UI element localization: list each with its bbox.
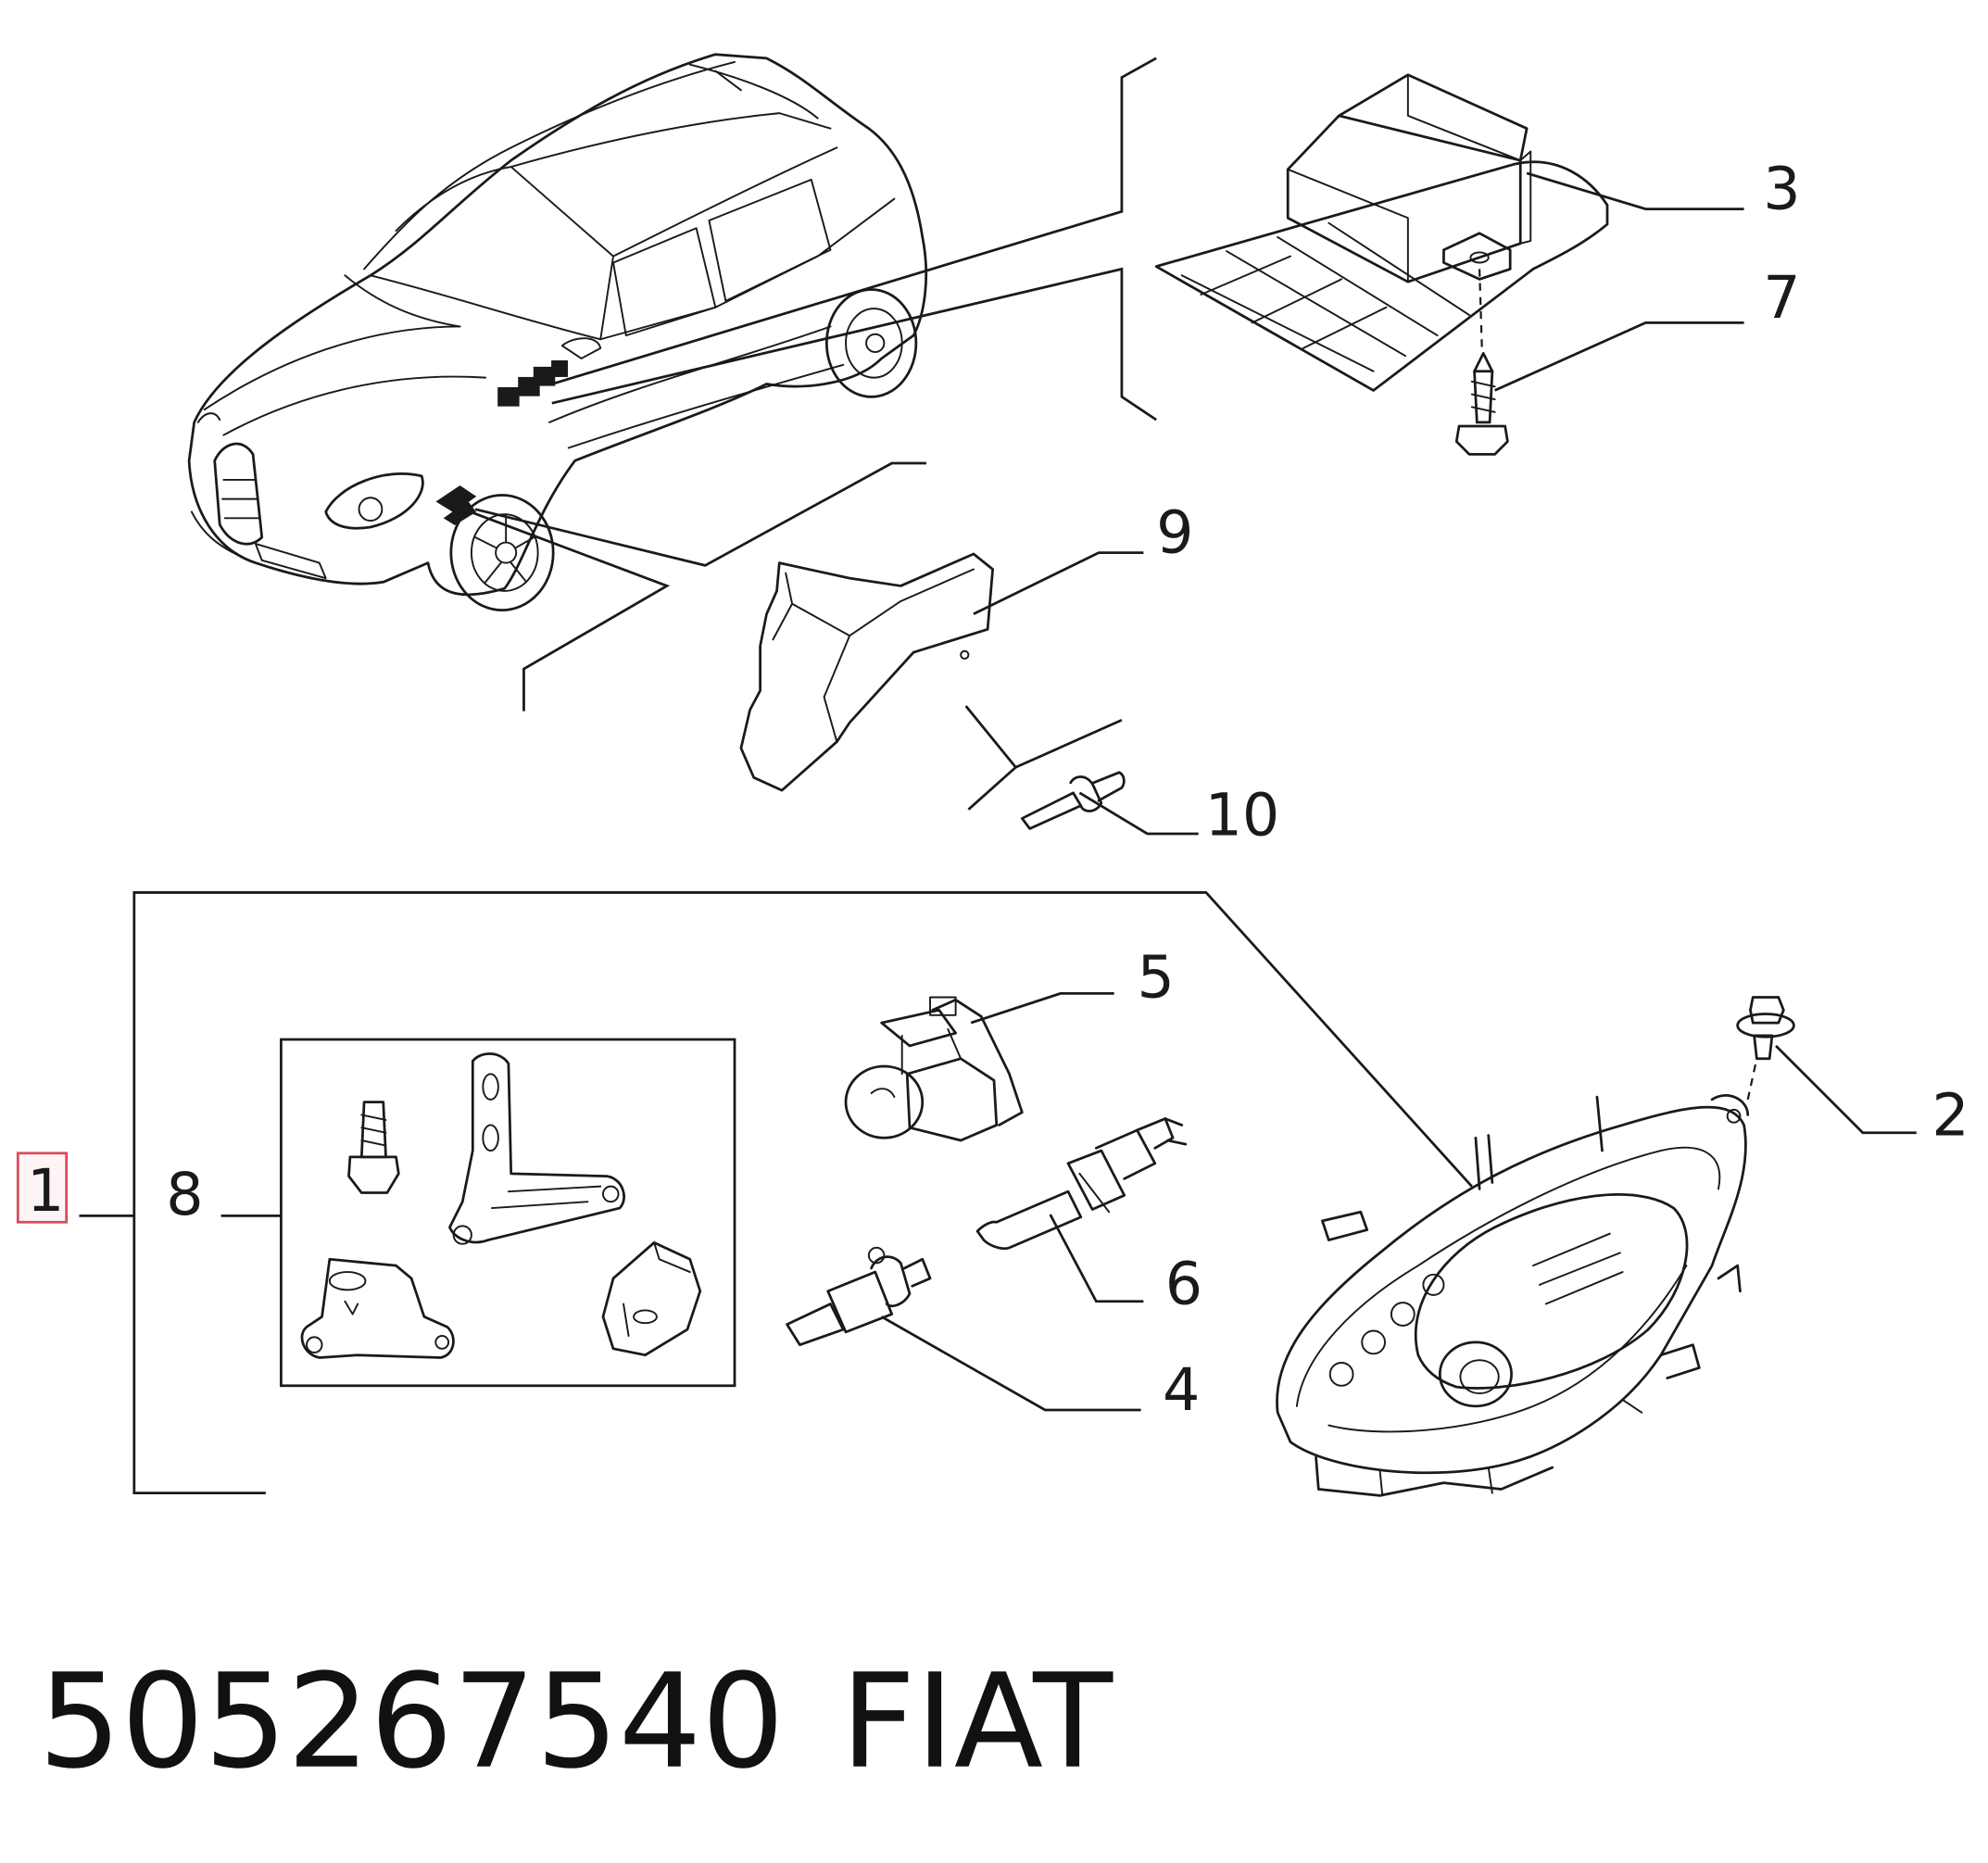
callout-10: 10 xyxy=(1205,780,1280,849)
part-2-flange-bolt xyxy=(1736,996,1795,1061)
car-illustration xyxy=(187,53,928,612)
part-6-h-bulb xyxy=(975,1117,1188,1251)
callout-labels: 3 7 9 10 5 2 8 6 4 1 xyxy=(16,155,1969,1424)
part-4-bulb xyxy=(786,1246,932,1347)
callout-5: 5 xyxy=(1137,943,1174,1012)
callout-8: 8 xyxy=(166,1160,203,1228)
callout-leaders xyxy=(880,171,1917,1412)
part-number: 505267540 xyxy=(38,1646,784,1798)
callout-2: 2 xyxy=(1931,1080,1969,1149)
callout-6: 6 xyxy=(1165,1250,1202,1318)
part-9-shield xyxy=(739,552,994,792)
callout-4: 4 xyxy=(1163,1355,1200,1424)
car-leader-lines xyxy=(470,57,1157,711)
callout-9: 9 xyxy=(1156,498,1193,567)
fastener-axis-2 xyxy=(1746,1058,1758,1101)
part-7-screw xyxy=(1454,352,1509,456)
part-3-control-module xyxy=(1154,73,1609,392)
assembly-bracket xyxy=(79,891,1473,1495)
callout-1-highlight xyxy=(16,1152,69,1224)
callout-1: 1 xyxy=(27,1156,64,1225)
headlamp-assembly xyxy=(1276,1094,1750,1497)
brand-name: FIAT xyxy=(840,1646,1114,1798)
footer: 505267540 FIAT xyxy=(38,1646,1114,1798)
part-10-rivet xyxy=(964,705,1126,830)
callout-3: 3 xyxy=(1763,155,1800,223)
part-5-bulb-socket xyxy=(844,996,1024,1142)
part-8-bracket-kit xyxy=(300,1052,702,1359)
callout-7: 7 xyxy=(1763,263,1800,332)
